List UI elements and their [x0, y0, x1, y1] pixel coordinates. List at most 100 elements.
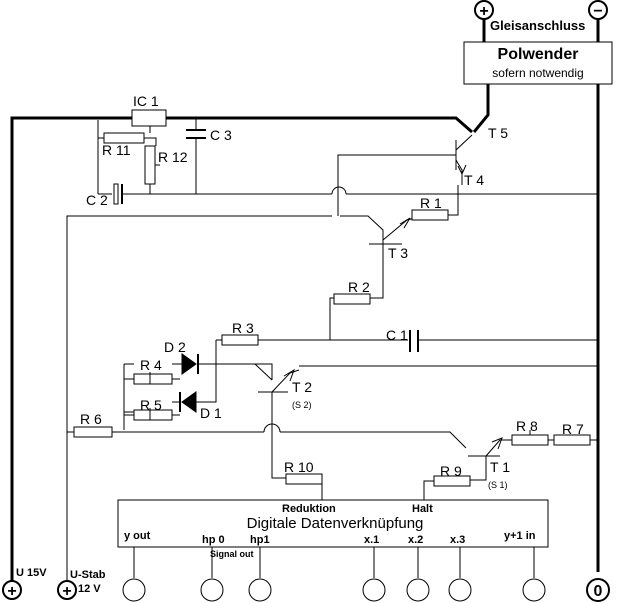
rail-u15	[10, 116, 132, 582]
label-y-out: y out	[124, 530, 151, 542]
r1-resistor	[411, 209, 449, 221]
label-r7: R 7	[562, 421, 584, 437]
label-t3: T 3	[388, 245, 408, 261]
rail-t5-to-reverser	[472, 84, 490, 133]
terminal-y1-in	[522, 578, 546, 602]
ic1-regulator	[131, 109, 167, 127]
c2-capacitor	[113, 183, 119, 205]
terminal-stubs	[133, 547, 535, 578]
terminal-hp1	[248, 578, 272, 602]
label-gleisanschluss: Gleisanschluss	[490, 18, 585, 33]
c3-plates	[186, 129, 206, 139]
wire-r6	[67, 431, 467, 449]
terminal-track-minus	[588, 0, 608, 20]
label-c3: C 3	[210, 127, 232, 143]
terminal-ustab	[57, 580, 77, 600]
label-x1: x.1	[364, 534, 379, 546]
label-ic1: IC 1	[133, 93, 159, 109]
wire-r9-to-logic	[423, 480, 434, 500]
r8-resistor	[511, 434, 549, 446]
r10-resistor	[285, 473, 323, 485]
label-r10: R 10	[284, 459, 314, 475]
terminal-x1	[362, 578, 386, 602]
r2-resistor	[333, 293, 371, 305]
label-x3: x.3	[450, 534, 465, 546]
wire-t4	[455, 134, 473, 185]
label-hp1: hp1	[250, 534, 270, 546]
wire-d-left	[123, 363, 134, 430]
wire-r12-wiper	[149, 164, 160, 194]
label-c2: C 2	[86, 192, 108, 208]
label-t4: T 4	[464, 172, 484, 188]
rail-ustab	[66, 215, 332, 582]
label-logic-block: Digitale Datenverknüpfung	[247, 515, 424, 532]
label-plus-ustab: +	[62, 583, 71, 600]
label-plus-track: +	[479, 3, 488, 20]
r4-resistor	[133, 373, 173, 385]
terminal-x2	[406, 578, 430, 602]
label-r1: R 1	[420, 195, 442, 211]
terminal-hp0	[200, 578, 224, 602]
label-t1: T 1	[490, 459, 510, 475]
t2-emitter-arrow	[283, 368, 295, 382]
c1-plates	[409, 330, 419, 352]
terminal-y-out	[122, 578, 146, 602]
d2-diode	[181, 353, 197, 375]
polwender-box	[463, 41, 613, 85]
label-r11: R 11	[102, 142, 131, 158]
terminal-u15	[2, 580, 22, 600]
wire-t1	[468, 439, 504, 481]
hop-r6	[263, 423, 281, 433]
label-r3: R 3	[232, 320, 254, 336]
label-c1: C 1	[386, 327, 408, 343]
wire-t2	[198, 363, 300, 393]
label-polwender-sub: sofern notwendig	[492, 66, 583, 80]
wire-t4-base	[337, 154, 456, 216]
t1-emitter-arrow	[491, 437, 503, 450]
label-r5: R 5	[140, 397, 162, 413]
label-t2: T 2	[292, 379, 312, 395]
logic-block	[117, 499, 549, 548]
label-reduktion: Reduktion	[282, 503, 336, 515]
terminal-x3	[448, 578, 472, 602]
d1-diode	[181, 391, 197, 413]
rail-ic1-to-t5	[166, 116, 473, 134]
label-s2: (S 2)	[292, 400, 312, 410]
label-t5: T 5	[488, 125, 508, 141]
t3-emitter-arrow	[399, 217, 411, 229]
label-signal-out: Signal out	[210, 549, 254, 559]
label-r9: R 9	[440, 463, 462, 479]
r6-resistor	[73, 426, 113, 438]
label-r12: R 12	[158, 149, 188, 165]
label-r8: R 8	[516, 418, 538, 434]
terminal-ground	[586, 578, 610, 602]
wire-r4r5	[124, 372, 180, 420]
label-s1: (S 1)	[488, 480, 508, 490]
label-12v: 12 V	[78, 583, 101, 595]
label-r4: R 4	[140, 357, 162, 373]
label-r2: R 2	[348, 279, 370, 295]
label-x2: x.2	[408, 534, 423, 546]
label-d1: D 1	[200, 405, 222, 421]
hop-c2	[331, 186, 347, 195]
label-y1-in: y+1 in	[504, 530, 536, 542]
label-ustab: U-Stab	[70, 569, 106, 581]
label-halt: Halt	[412, 503, 433, 515]
label-hp0: hp 0	[202, 534, 225, 546]
terminal-track-plus	[474, 0, 494, 20]
t4-emitter-arrow	[457, 164, 467, 176]
label-u15: U 15V	[16, 567, 47, 579]
label-plus-u15: +	[7, 583, 16, 600]
label-d2: D 2	[164, 339, 186, 355]
label-zero: 0	[594, 583, 603, 600]
wire-r11	[97, 120, 157, 194]
r12-resistor	[144, 145, 156, 185]
wire-r1-right	[448, 185, 459, 216]
label-minus-track: −	[593, 3, 602, 20]
wire-d1	[172, 340, 217, 403]
r7-resistor	[553, 434, 591, 446]
wire-t2-base	[271, 392, 286, 479]
wire-t3-to-r2	[370, 244, 384, 299]
